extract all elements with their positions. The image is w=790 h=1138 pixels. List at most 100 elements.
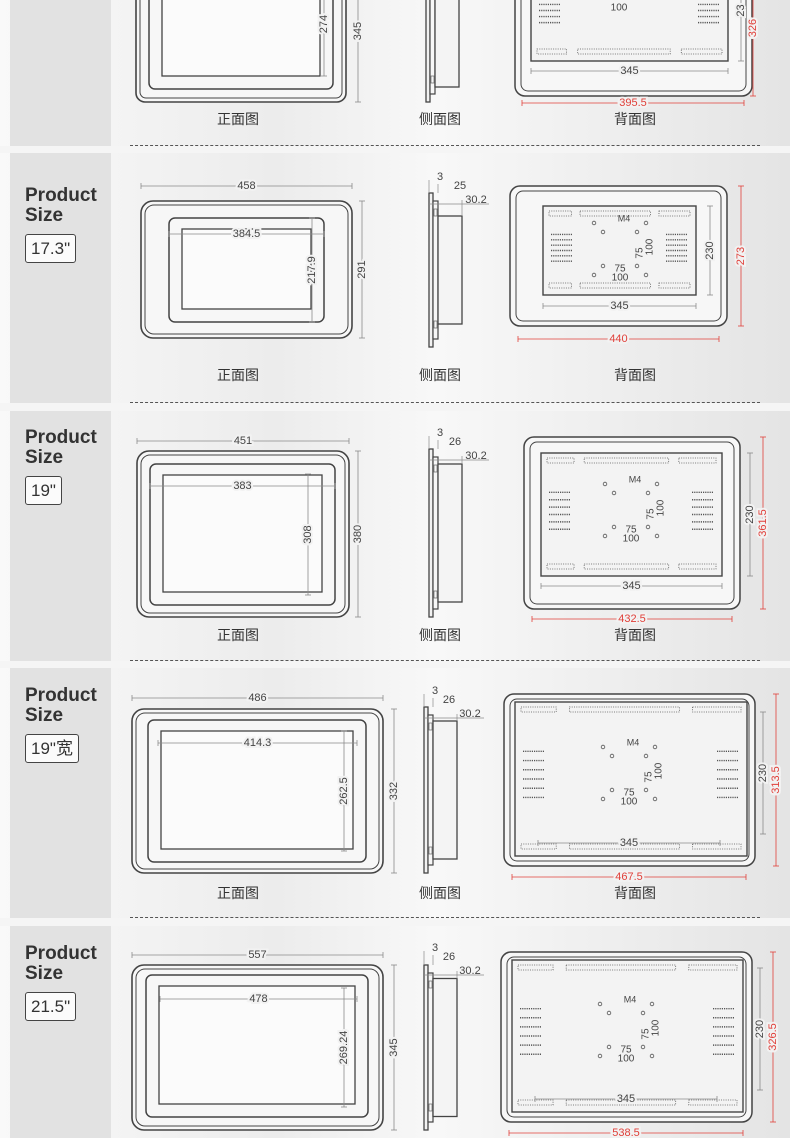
- back-top-vent-slots-segment-1: [583, 457, 670, 464]
- size-label-panel: [10, 926, 111, 1138]
- vesa-vertical-100-label: 100: [656, 499, 667, 516]
- front-outer-width-dim-label: 458: [237, 180, 255, 192]
- vesa-hole-outer-1: [654, 481, 660, 487]
- side-port-bottom: [428, 1103, 433, 1112]
- vesa-horizontal-75-label: 75: [625, 525, 637, 536]
- vesa-hole-outer-3: [652, 796, 658, 802]
- side-back-panel: [437, 215, 463, 325]
- front-bezel: [144, 204, 349, 335]
- side-body: [432, 456, 439, 610]
- screen-size-badge: 21.5": [25, 992, 77, 1021]
- front-screen: [160, 730, 354, 850]
- product-size-title-line: Product: [25, 185, 97, 206]
- back-right-vent: [692, 491, 714, 530]
- vesa-hole-outer-0: [591, 220, 597, 226]
- vesa-hole-outer-0: [602, 481, 608, 487]
- back-bottom-vent-slots-segment-2: [678, 563, 717, 570]
- front-inner-height-dim-label: 262.5: [338, 777, 350, 805]
- side-port-top: [428, 722, 433, 731]
- back-top-vent-slots-segment-1: [579, 210, 651, 217]
- vesa-hole-outer-1: [643, 220, 649, 226]
- back-outer-width-dim-label: 467.5: [615, 871, 643, 883]
- vesa-horizontal-75-label: 75: [613, 0, 625, 3]
- side-back-panel: [437, 463, 463, 603]
- side-port-top: [428, 980, 433, 989]
- section-separator: [130, 402, 760, 403]
- product-size-title-line: Size: [25, 447, 64, 468]
- vesa-hole-outer-3: [649, 1053, 655, 1059]
- back-outer-height-dim-label: 361.5: [757, 509, 769, 537]
- back-inner-outline: [506, 956, 747, 1118]
- size-label-panel: [10, 411, 111, 661]
- vesa-hole-outer-2: [602, 533, 608, 539]
- vesa-screw-label: M4: [629, 474, 642, 484]
- side-view-caption: 侧面图: [419, 111, 461, 127]
- side-port-top: [433, 208, 438, 217]
- vesa-hole-outer-0: [597, 1001, 603, 1007]
- back-view-caption: 背面图: [614, 627, 656, 643]
- vesa-hole-inner-3: [643, 787, 649, 793]
- front-outer-width-dim-label: 451: [234, 435, 252, 447]
- front-bezel: [140, 454, 346, 614]
- front-screen: [161, 0, 321, 77]
- back-bottom-vent-slots-segment-0: [520, 843, 557, 850]
- front-screen: [158, 985, 356, 1105]
- front-inner-width-dim-label: 478: [249, 993, 267, 1005]
- product-size-title-line: Size: [25, 963, 64, 984]
- back-left-vent: [549, 491, 571, 530]
- back-bottom-vent-slots-segment-2: [688, 1099, 738, 1106]
- side-thickness-t2-label: 26: [443, 951, 455, 963]
- vesa-hole-outer-0: [600, 744, 606, 750]
- back-bottom-vent-slots-segment-2: [692, 843, 742, 850]
- back-bottom-vent-slots-segment-1: [577, 48, 671, 55]
- product-size-title-line: Size: [25, 705, 64, 726]
- vesa-horizontal-75-label: 75: [614, 264, 626, 275]
- side-front-bezel: [423, 964, 429, 1131]
- back-outer-width-dim-label: 432.5: [618, 613, 646, 625]
- back-top-vent-slots-segment-2: [692, 706, 742, 713]
- vesa-vertical-75-label: 75: [635, 247, 646, 259]
- product-size-title-line: Product: [25, 427, 97, 448]
- vesa-screw-label: M4: [627, 737, 640, 747]
- back-panel: [540, 452, 723, 577]
- back-bottom-vent-slots: [517, 1099, 738, 1106]
- side-thickness-t1-label: 3: [432, 942, 438, 954]
- vesa-hole-outer-2: [591, 272, 597, 278]
- vesa-hole-inner-2: [611, 524, 617, 530]
- side-back-panel: [432, 977, 458, 1118]
- back-bottom-vent-slots: [548, 282, 691, 289]
- side-front-bezel: [423, 706, 429, 874]
- back-inner-height-dim-label: 23: [735, 4, 747, 16]
- front-outer-height-dim-label: 380: [352, 525, 364, 543]
- back-bottom-vent-slots-segment-1: [583, 563, 670, 570]
- screen-size-badge: 17.3": [25, 234, 77, 263]
- vesa-hole-outer-3: [643, 272, 649, 278]
- back-outer-width-dim-label: 538.5: [612, 1127, 640, 1138]
- size-label-panel: [10, 668, 111, 918]
- vesa-hole-inner-0: [611, 490, 617, 496]
- back-top-vent-slots-segment-0: [517, 964, 554, 971]
- back-top-vent-slots-segment-2: [678, 457, 717, 464]
- back-left-vent: [551, 233, 573, 262]
- size-label-panel: [10, 0, 111, 146]
- side-thickness-t2-label: 26: [443, 694, 455, 706]
- back-inner-height-dim-label: 230: [704, 241, 716, 259]
- vesa-hole-inner-1: [640, 1010, 646, 1016]
- side-view-caption: 侧面图: [419, 367, 461, 383]
- front-inner-width-dim-label: 414.3: [244, 737, 272, 749]
- front-bezel: [135, 712, 380, 870]
